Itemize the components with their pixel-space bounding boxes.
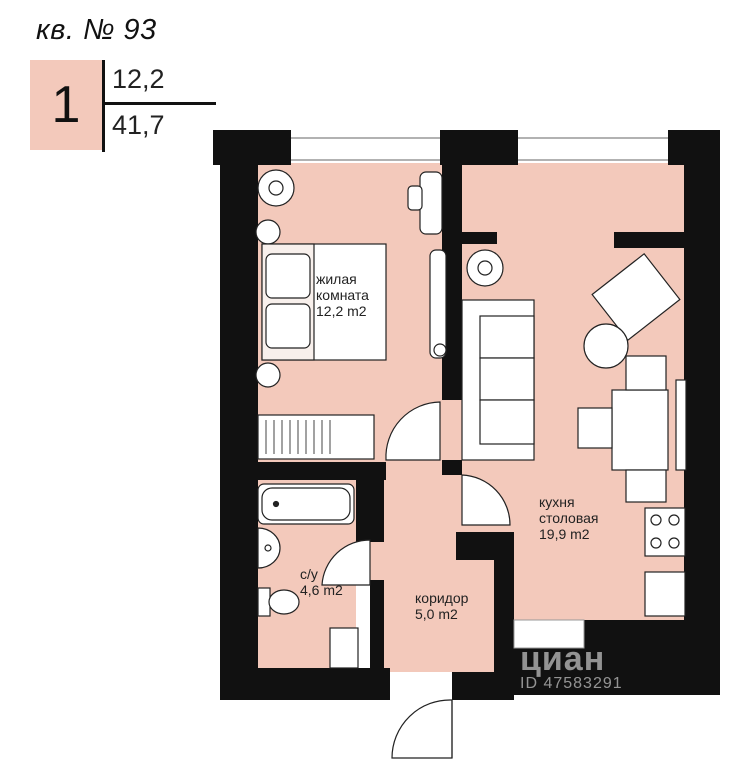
- wall-right: [684, 130, 720, 695]
- wall-bath-right-lower: [370, 580, 384, 672]
- radiator-living: [257, 414, 375, 460]
- dining-chair-top: [625, 355, 667, 391]
- wall-bath-right: [356, 462, 384, 542]
- wardrobe-small: [419, 171, 443, 235]
- corridor-area: 5,0 m2: [415, 606, 458, 622]
- wall-bath-bottom: [220, 668, 390, 700]
- living-furniture: [255, 169, 447, 460]
- toilet-tank: [257, 587, 271, 617]
- living-room-name-2: комната: [316, 287, 369, 303]
- kitchen-area: 19,9 m2: [539, 526, 590, 542]
- rooms-count-badge: 1: [30, 60, 102, 150]
- wall-partition-living-kitchen: [442, 160, 462, 400]
- watermark: циан ID 47583291: [520, 640, 623, 693]
- wall-kitchen-right-stub: [614, 232, 686, 248]
- bath-cabinet: [329, 627, 359, 669]
- entrance-gap: [390, 672, 452, 702]
- kitchen-furniture: [461, 249, 687, 617]
- pillow-bottom: [265, 303, 311, 349]
- stove: [644, 507, 686, 557]
- wall-top-mid-pier: [440, 130, 518, 165]
- round-table: [583, 323, 629, 369]
- washbasin: [257, 527, 281, 569]
- kitchen-bottom-window: [513, 619, 585, 649]
- living-room-name-1: жилая: [316, 271, 357, 287]
- lamp-left-top: [255, 219, 281, 245]
- area-divider-vertical: [102, 60, 105, 152]
- wall-living-bath: [256, 462, 386, 480]
- wall-bottom-mid: [452, 672, 514, 700]
- side-chair: [591, 252, 681, 342]
- watermark-brand: циан: [520, 640, 606, 678]
- sink-kitchen: [644, 571, 686, 617]
- living-room-label: жилая комната 12,2 m2: [316, 271, 369, 319]
- entrance-door: [391, 699, 453, 759]
- window-lines: [290, 137, 668, 161]
- doors: [321, 401, 511, 759]
- kitchen-label: кухня столовая 19,9 m2: [539, 494, 599, 542]
- watermark-id: ID 47583291: [520, 675, 623, 692]
- bathroom-area: 4,6 m2: [300, 582, 343, 598]
- bathroom-fixtures: [257, 483, 359, 669]
- corridor-label: коридор 5,0 m2: [415, 590, 468, 622]
- dining-table: [611, 389, 669, 471]
- wall-kitchen-shelf: [462, 232, 497, 244]
- walls: [213, 130, 720, 700]
- corridor-name: коридор: [415, 590, 469, 606]
- apartment-title: кв. № 93: [36, 14, 157, 46]
- kitchen-name-1: кухня: [539, 494, 575, 510]
- wardrobe-tall: [429, 249, 447, 359]
- bathroom-door: [321, 539, 371, 586]
- kitchen-door: [461, 474, 511, 526]
- living-door: [385, 401, 441, 461]
- living-room-area: 12,2 m2: [316, 303, 367, 319]
- wall-left: [220, 130, 258, 700]
- armchair-kitchen: [466, 249, 504, 287]
- rooms-count: 1: [51, 76, 81, 134]
- dining-chair-bottom: [625, 469, 667, 503]
- bathroom-label: с/у 4,6 m2: [300, 566, 343, 598]
- pillow-top: [265, 253, 311, 299]
- radiator-kitchen: [675, 379, 687, 471]
- total-area-value: 41,7: [112, 110, 165, 140]
- lamp-left-bottom: [255, 362, 281, 388]
- living-area-value: 12,2: [112, 64, 165, 94]
- armchair-top: [257, 169, 295, 207]
- bathroom-name: с/у: [300, 566, 318, 582]
- wall-partition-stub: [442, 460, 462, 475]
- area-divider-horizontal: [102, 102, 216, 105]
- toilet-bowl: [268, 589, 300, 615]
- dining-chair-left: [577, 407, 613, 449]
- kitchen-name-2: столовая: [539, 510, 599, 526]
